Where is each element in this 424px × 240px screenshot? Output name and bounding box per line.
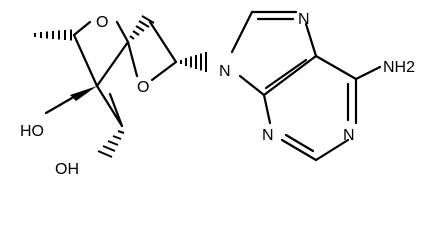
bond-c3-o-bridge	[126, 40, 139, 78]
atom-n9: N	[219, 63, 231, 80]
bond-n7-c5	[304, 22, 318, 58]
atom-n1: N	[343, 127, 355, 144]
atom-n3: N	[262, 127, 274, 144]
bond-c4-n9	[238, 74, 266, 97]
bond-ch2-o	[44, 96, 74, 115]
bond-c2-c1-ring	[108, 92, 124, 128]
bond-n3-c4	[262, 93, 272, 125]
atom-o-top: O	[96, 14, 108, 31]
bond-o-top-c	[115, 20, 130, 44]
bond-c3-c1	[148, 20, 178, 64]
bond-c5-c4-ad-double	[264, 58, 308, 90]
wedge-c4-ch2	[70, 86, 97, 101]
atom-o-bridge: O	[137, 79, 149, 96]
methyl-hash-bond	[34, 29, 72, 41]
bond-c-o-top-left	[72, 20, 92, 37]
structure-diagram: O O HO OH N N N N NH2	[20, 10, 416, 178]
bond-n1-c2	[314, 138, 350, 162]
bond-n9-c8	[230, 10, 254, 54]
atom-oh-ring: OH	[55, 161, 79, 178]
atom-ho-ch2: HO	[20, 123, 44, 140]
bond-c4-c3prime	[95, 40, 130, 88]
bond-o-bridge-c1	[150, 60, 178, 82]
bridgehead-hash-bond	[129, 15, 155, 40]
bond-c2-n3	[280, 138, 318, 162]
bond-c5-c6	[314, 54, 358, 81]
glycosidic-hash-bond	[180, 52, 207, 72]
bond-c5-c4	[72, 33, 99, 88]
bond-c5-c4-ad	[262, 54, 318, 97]
molecule-svg: O O HO OH N N N N NH2	[20, 10, 415, 178]
bond-c4-c2	[95, 84, 124, 128]
atom-nh2-text: NH2	[383, 59, 415, 76]
bond-c2-n3-double	[284, 133, 315, 153]
oh-hash-bond	[97, 130, 125, 158]
atom-nh2: NH2	[383, 59, 415, 76]
atom-n7: N	[298, 11, 310, 28]
bond-c6-nh2	[354, 65, 382, 81]
